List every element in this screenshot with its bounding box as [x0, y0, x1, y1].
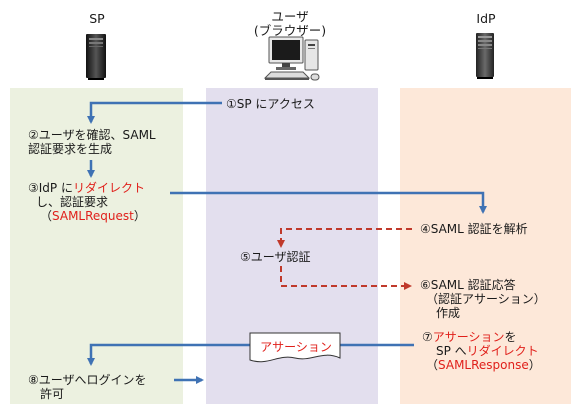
step-7-redirect-highlight: リダイレクト: [466, 344, 539, 358]
idp-server-icon: [476, 33, 494, 79]
assertion-document-label: アサーション: [260, 340, 332, 354]
step-3-line3: （SAMLRequest）: [28, 209, 146, 223]
step-3-redirect-highlight: リダイレクト: [72, 181, 145, 195]
step-3-prefix: ③IdP に: [28, 181, 73, 195]
step-6-line3: 作成: [436, 306, 461, 320]
step-8-line1: ⑧ユーザへログインを: [28, 373, 147, 387]
step-7-suffix: を: [504, 330, 517, 344]
step-4-parse-saml: ④SAML 認証を解析: [420, 222, 528, 236]
idp-lane: [400, 88, 571, 404]
user-header-line2: (ブラウザー): [253, 23, 327, 38]
sp-lane: [10, 88, 183, 404]
arrow-access-sp: [87, 101, 222, 124]
step-7-assertion-highlight: アサーション: [432, 330, 505, 344]
idp-header: IdP: [476, 11, 496, 26]
step-3-open-paren: （: [40, 209, 53, 223]
step-3-redirect: ③IdP にリダイレクト し、認証要求 （SAMLRequest）: [28, 181, 146, 223]
step-7-close-paren: ）: [528, 358, 541, 372]
step-3-samlrequest: SAMLRequest: [52, 209, 134, 223]
step-7-line3: （SAMLResponse）: [422, 358, 541, 372]
user-header: ユーザ (ブラウザー): [240, 10, 340, 38]
step-2-check-user: ②ユーザを確認、SAML 認証要求を生成: [28, 128, 156, 156]
step-7-line2: SP へリダイレクト: [422, 344, 541, 358]
assertion-document-shape: [249, 332, 341, 363]
step-2-line1: ②ユーザを確認、SAML: [28, 128, 156, 142]
arrow-authenticated: [280, 266, 412, 290]
step-7-prefix: ⑦: [422, 330, 433, 344]
step-5-user-auth: ⑤ユーザ認証: [240, 250, 311, 264]
step-2-line2: 認証要求を生成: [28, 142, 113, 156]
step-7-line1: ⑦アサーションを: [422, 330, 541, 344]
step-8-login-allowed: ⑧ユーザへログインを 許可: [28, 373, 147, 401]
step-7-open-paren: （: [426, 358, 439, 372]
sp-server-icon: [86, 34, 106, 80]
step-6-line1: ⑥SAML 認証応答: [420, 278, 516, 292]
step-3-line2: し、認証要求: [36, 195, 109, 209]
sp-header: SP: [89, 11, 105, 26]
step-8-line2: 許可: [40, 387, 65, 401]
pc-computer-icon: [263, 36, 320, 81]
step-6-saml-response: ⑥SAML 認証応答 （認証アサーション） 作成: [420, 278, 546, 320]
step-7-line2-prefix: SP へ: [436, 344, 467, 358]
arrow-request-authentication: [277, 228, 412, 248]
arrow-redirect-to-idp: [170, 191, 487, 214]
step-7-redirect-assertion: ⑦アサーションを SP へリダイレクト （SAMLResponse）: [422, 330, 541, 372]
user-header-line1: ユーザ: [271, 9, 309, 24]
step-3-line1: ③IdP にリダイレクト: [28, 181, 146, 195]
step-1-access-sp: ①SP にアクセス: [226, 97, 315, 111]
step-3-close-paren: ）: [133, 209, 146, 223]
step-7-samlresponse: SAMLResponse: [438, 358, 529, 372]
step-6-line2: （認証アサーション）: [426, 292, 546, 306]
